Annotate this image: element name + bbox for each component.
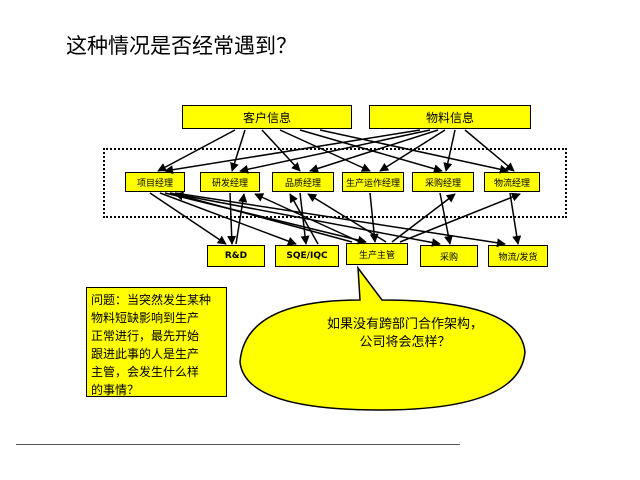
- arrow-material-production: [379, 129, 446, 172]
- arrow-logistics-logistics: [509, 192, 522, 245]
- manager-box-quality: 品质经理: [272, 172, 334, 192]
- manager-label-logistics: 物流经理: [493, 178, 530, 189]
- note-line: 正常进行，最先开始: [91, 329, 200, 343]
- footer-divider: [16, 444, 460, 445]
- callout-text: 如果没有跨部门合作架构， 公司将会怎样？: [300, 316, 510, 352]
- callout-line: 公司将会怎样？: [359, 335, 451, 350]
- arrow-prodsup-rd: [254, 193, 361, 243]
- manager-label-quality: 品质经理: [284, 178, 321, 189]
- arrow-production-prodsup: [369, 192, 379, 243]
- question-note: 问题：当突然发生某种 物料短缺影响到生产 正常进行，最先开始 跟进此事的人是生产…: [86, 287, 227, 397]
- dept-label-production-supervisor: 生产主管: [358, 250, 395, 261]
- arrow-material-quality: [309, 129, 439, 173]
- manager-box-project: 项目经理: [125, 172, 185, 192]
- note-line: 问题：当突然发生某种: [91, 293, 212, 307]
- note-line: 主管，会发生什么样: [91, 365, 200, 379]
- callout-line: 如果没有跨部门合作架构，: [326, 317, 483, 332]
- arrow-material-rd: [239, 129, 431, 174]
- material-info-label: 物料信息: [425, 110, 474, 125]
- dept-box-sqe-iqc: SQE/IQC: [275, 245, 339, 267]
- arrow-prodsup-logistics: [399, 192, 521, 243]
- dept-label-purchasing: 采购: [439, 252, 458, 263]
- arrow-sqe-up: [289, 193, 319, 245]
- manager-label-production: 生产运作经理: [345, 178, 400, 189]
- dept-box-logistics-shipping: 物流/发货: [488, 245, 548, 267]
- manager-box-production: 生产运作经理: [342, 172, 404, 192]
- arrow-customer-purchasing: [299, 129, 443, 174]
- arrow-customer-logistics: [319, 129, 509, 174]
- arrow-rd-up: [235, 193, 248, 245]
- arrow-material-project: [164, 129, 421, 175]
- arrow-project-prodsup: [164, 192, 367, 245]
- manager-box-rd: 研发经理: [200, 172, 260, 192]
- dept-box-production-supervisor: 生产主管: [346, 243, 408, 265]
- dept-label-logistics-shipping: 物流/发货: [498, 252, 538, 263]
- manager-label-purchasing: 采购经理: [424, 178, 461, 189]
- arrow-customer-rd: [230, 129, 246, 172]
- manager-label-rd: 研发经理: [211, 178, 248, 189]
- arrow-material-logistics: [464, 129, 515, 172]
- callout-bubble: [239, 265, 526, 411]
- arrow-purchasing-purchasing: [439, 192, 453, 245]
- arrow-project-purchasing: [169, 192, 441, 247]
- customer-info-label: 客户信息: [242, 110, 291, 125]
- manager-label-project: 项目经理: [136, 178, 173, 189]
- note-line: 的事情？: [91, 383, 140, 397]
- arrow-prodsup-quality: [307, 193, 387, 243]
- dept-box-purchasing: 采购: [420, 245, 478, 267]
- arrow-project-sqe: [159, 192, 297, 246]
- arrow-project-rd: [149, 192, 227, 245]
- material-info-box: 物料信息: [369, 105, 531, 129]
- customer-info-box: 客户信息: [182, 105, 352, 129]
- manager-box-logistics: 物流经理: [484, 172, 540, 192]
- note-line: 跟进此事的人是生产: [91, 347, 200, 361]
- arrow-customer-production: [279, 129, 371, 172]
- dept-label-rd: R&D: [224, 251, 248, 261]
- arrow-material-purchasing: [443, 129, 456, 172]
- arrow-rd-rd: [227, 192, 237, 245]
- page-title: 这种情况是否经常遇到？: [66, 34, 297, 58]
- arrow-prodsup-project: [174, 191, 353, 243]
- dept-box-rd: R&D: [207, 245, 265, 267]
- manager-box-purchasing: 采购经理: [412, 172, 474, 192]
- note-line: 物料短缺影响到生产: [91, 311, 200, 325]
- arrow-customer-project: [157, 129, 236, 172]
- dept-label-sqe-iqc: SQE/IQC: [286, 251, 328, 261]
- arrow-customer-quality: [261, 129, 301, 172]
- arrow-prodsup-purchasing: [391, 193, 456, 243]
